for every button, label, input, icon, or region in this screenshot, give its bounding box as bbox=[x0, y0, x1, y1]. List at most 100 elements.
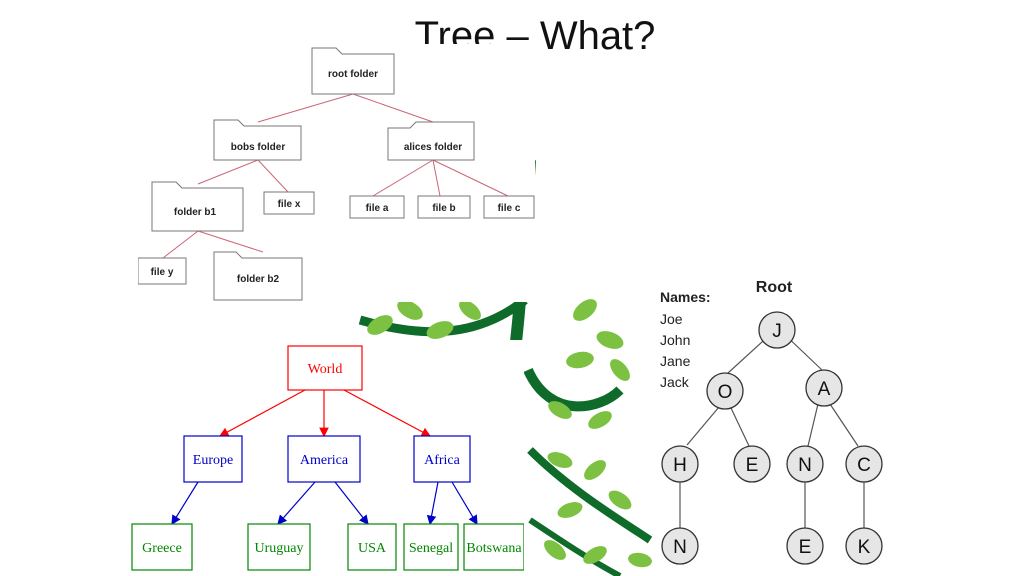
senegal-node bbox=[403, 523, 459, 571]
leaf bbox=[426, 321, 454, 339]
edge bbox=[372, 159, 434, 197]
greece-label: Greece bbox=[142, 541, 182, 556]
leaf bbox=[596, 331, 624, 349]
folder-b2-label: folder b2 bbox=[237, 274, 280, 285]
names-title: Names: bbox=[660, 289, 711, 305]
file-node-y bbox=[138, 257, 187, 285]
folder-node-root bbox=[311, 47, 395, 95]
greece-node bbox=[131, 523, 193, 571]
node-e2-label: E bbox=[799, 537, 812, 558]
file-node-x bbox=[263, 191, 315, 215]
edge bbox=[730, 407, 750, 447]
root-label: Root bbox=[756, 279, 793, 296]
node-j bbox=[758, 311, 796, 349]
edge bbox=[432, 159, 441, 197]
leaf bbox=[566, 351, 594, 369]
folder-root-label: root folder bbox=[328, 69, 378, 80]
node-k bbox=[845, 527, 883, 565]
leaf bbox=[610, 359, 630, 381]
leaf bbox=[544, 540, 566, 560]
leaf bbox=[584, 460, 606, 480]
leaf bbox=[367, 315, 393, 335]
node-e1-label: E bbox=[746, 455, 759, 476]
folder-node-b1 bbox=[151, 181, 244, 232]
leaf bbox=[583, 546, 607, 564]
uruguay-label: Uruguay bbox=[255, 541, 304, 556]
edge bbox=[162, 230, 199, 259]
branch bbox=[527, 447, 653, 544]
tree-branch-decoration bbox=[358, 160, 653, 576]
folder-alices-label: alices folder bbox=[404, 142, 462, 153]
africa-label: Africa bbox=[424, 453, 461, 468]
node-h-label: H bbox=[673, 455, 687, 476]
edge bbox=[257, 93, 354, 123]
file-node-b bbox=[417, 195, 471, 219]
africa-node bbox=[413, 435, 471, 483]
file-node-c bbox=[483, 195, 535, 219]
file-b-label: file b bbox=[432, 203, 455, 214]
edge bbox=[277, 481, 316, 525]
node-h bbox=[661, 445, 699, 483]
uruguay-node bbox=[247, 523, 311, 571]
folder-node-b2 bbox=[213, 251, 303, 301]
node-e2 bbox=[786, 527, 824, 565]
name-item: Jack bbox=[660, 374, 690, 390]
edge bbox=[426, 481, 439, 526]
node-j-label: J bbox=[772, 321, 782, 342]
name-item: Jane bbox=[660, 353, 691, 369]
folder-node-bobs bbox=[213, 119, 302, 161]
world-label: World bbox=[308, 362, 343, 377]
node-n1 bbox=[786, 445, 824, 483]
europe-label: Europe bbox=[193, 453, 233, 468]
file-c-label: file c bbox=[498, 203, 521, 214]
node-c-label: C bbox=[857, 455, 871, 476]
name-item: John bbox=[660, 332, 690, 348]
folder-bobs-label: bobs folder bbox=[231, 142, 286, 153]
file-a-label: file a bbox=[366, 203, 389, 214]
node-n1-label: N bbox=[798, 455, 812, 476]
edge bbox=[334, 481, 369, 525]
edge bbox=[432, 159, 509, 197]
folder-b1-label: folder b1 bbox=[174, 207, 217, 218]
edge bbox=[807, 403, 819, 447]
folder-tree-diagram: root folder bobs folder alices folder fo… bbox=[138, 44, 535, 302]
edge bbox=[218, 389, 306, 437]
node-o bbox=[706, 372, 744, 410]
leaf bbox=[459, 300, 481, 320]
edge bbox=[829, 403, 859, 447]
edge bbox=[257, 159, 289, 193]
leaf bbox=[548, 401, 572, 419]
folder-node-alices bbox=[387, 121, 475, 161]
botswana-label: Botswana bbox=[466, 541, 522, 556]
name-item: Joe bbox=[660, 311, 683, 327]
branch bbox=[528, 517, 622, 576]
node-o-label: O bbox=[718, 382, 733, 403]
edge bbox=[352, 93, 434, 123]
name-tree-diagram: J O A H E N C N E K Root Names: Joe John… bbox=[652, 270, 902, 576]
edge bbox=[171, 481, 199, 526]
leaf bbox=[628, 552, 652, 568]
senegal-label: Senegal bbox=[409, 541, 453, 556]
file-node-a bbox=[349, 195, 405, 219]
world-tree-diagram: World Europe America Africa Greece Urugu… bbox=[130, 340, 524, 576]
america-node bbox=[287, 435, 361, 483]
edge bbox=[686, 406, 720, 446]
botswana-node bbox=[463, 523, 524, 571]
edge bbox=[451, 481, 478, 526]
node-e1 bbox=[733, 445, 771, 483]
file-x-label: file x bbox=[278, 199, 301, 210]
edge bbox=[197, 230, 264, 253]
leaf bbox=[608, 490, 632, 510]
leaf bbox=[573, 299, 597, 321]
file-y-label: file y bbox=[151, 267, 174, 278]
node-k-label: K bbox=[858, 537, 871, 558]
usa-label: USA bbox=[358, 541, 387, 556]
node-n2 bbox=[661, 527, 699, 565]
node-a bbox=[805, 369, 843, 407]
leaf bbox=[557, 502, 583, 518]
leaf bbox=[547, 452, 573, 468]
europe-node bbox=[183, 435, 243, 483]
node-n2-label: N bbox=[673, 537, 687, 558]
node-a-label: A bbox=[818, 379, 831, 400]
america-label: America bbox=[300, 453, 349, 468]
